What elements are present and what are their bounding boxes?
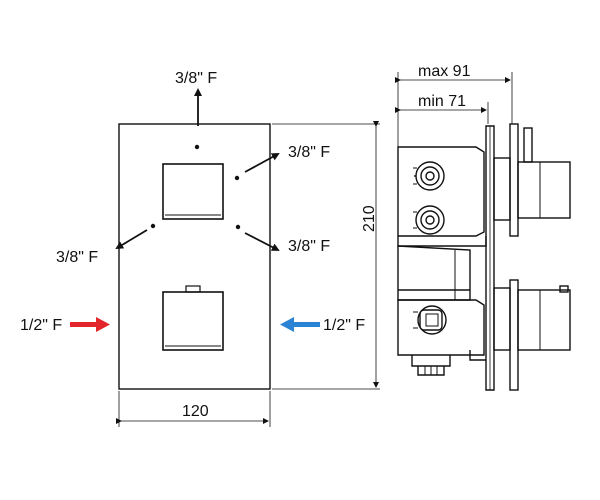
lower-side-handle	[509, 279, 519, 391]
hot-inlet-arrow	[70, 317, 110, 332]
upper-handle	[162, 163, 224, 220]
outlet-dot-lower-left	[150, 223, 156, 229]
wall-plate	[485, 125, 495, 391]
label-outlet-lower-left: 3/8" F	[56, 249, 98, 266]
lower-handle-tab	[185, 285, 201, 293]
arrow-lower-left	[115, 229, 148, 250]
bottom-fitting	[411, 355, 451, 367]
middle-block	[397, 245, 471, 301]
label-inlet-left: 1/2" F	[20, 317, 62, 334]
lower-body	[397, 299, 485, 356]
outlet-dot-lower-right	[235, 224, 241, 230]
label-outlet-top: 3/8" F	[175, 70, 217, 87]
upper-body	[397, 146, 485, 237]
height-dimension-label: 210	[361, 205, 378, 232]
lower-handle	[162, 291, 224, 351]
upper-side-handle	[509, 123, 519, 237]
max-depth-label: max 91	[418, 63, 471, 80]
width-dimension-label: 120	[182, 403, 209, 420]
side-view	[395, 72, 571, 391]
outlet-dot-top	[194, 144, 200, 150]
arrow-upper-right	[244, 153, 280, 173]
arrow-lower-right	[244, 232, 280, 251]
min-depth-label: min 71	[418, 93, 466, 110]
front-plate	[118, 123, 271, 390]
label-outlet-lower-right: 3/8" F	[288, 238, 330, 255]
label-inlet-right: 1/2" F	[323, 317, 365, 334]
front-view: 3/8" F 3/8" F 3/8" F 3/8" F 1/2" F 1/2" …	[20, 70, 380, 427]
label-outlet-upper-right: 3/8" F	[288, 144, 330, 161]
outlet-dot-upper-right	[234, 175, 240, 181]
cold-inlet-arrow	[280, 317, 320, 332]
